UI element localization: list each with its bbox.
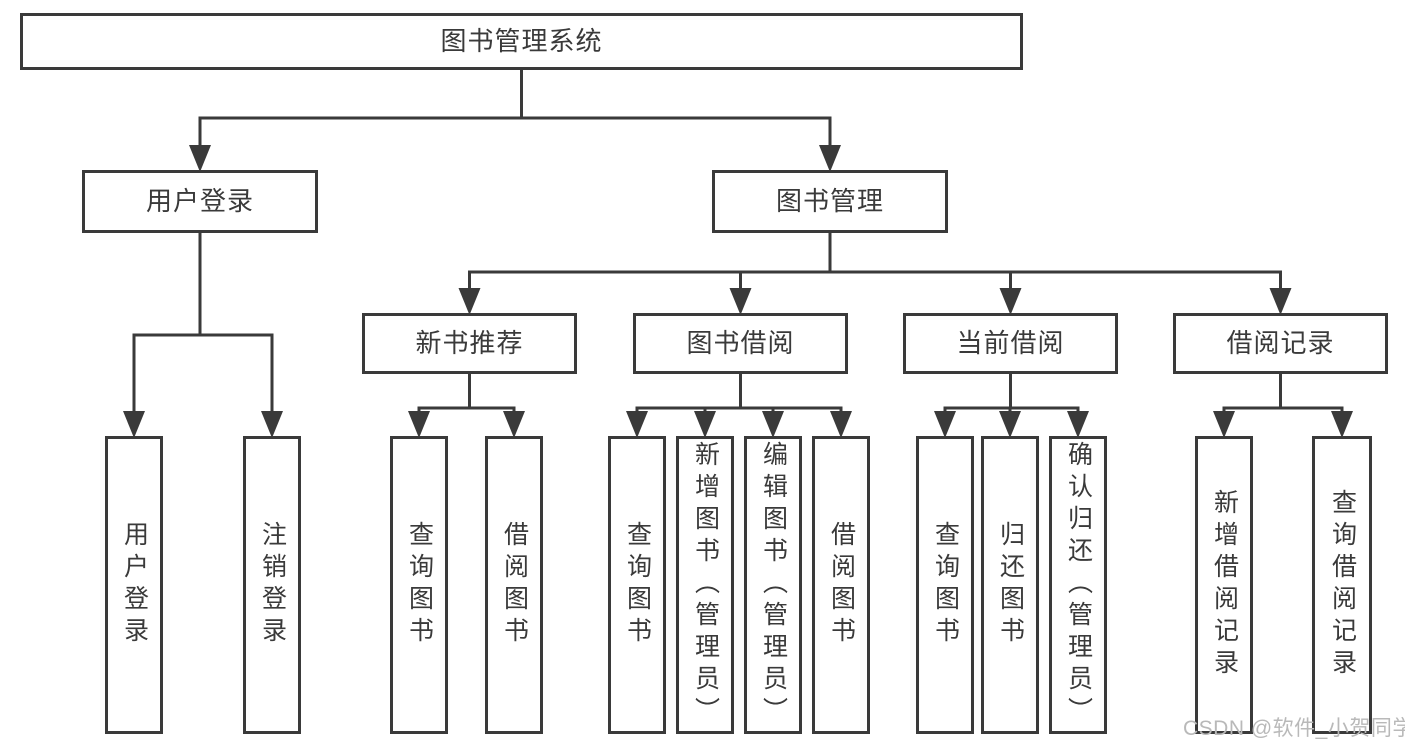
node-label-leaf-query-book-c: 查询图书 xyxy=(931,521,960,649)
node-box-current-borrow: 当前借阅 xyxy=(903,313,1118,374)
arrowhead-icon xyxy=(503,411,525,438)
node-label-leaf-borrow-book-a: 借阅图书 xyxy=(500,521,529,649)
node-label-leaf-query-book-a: 查询图书 xyxy=(405,521,434,649)
node-label-new-book-rec: 新书推荐 xyxy=(415,327,524,358)
node-box-book-mgmt: 图书管理 xyxy=(712,170,948,233)
arrowhead-icon xyxy=(1067,411,1089,438)
node-box-leaf-add-book: 新增图书（管理员） xyxy=(676,436,734,734)
arrowhead-icon xyxy=(261,411,283,438)
node-box-user-login: 用户登录 xyxy=(82,170,318,233)
node-box-new-book-rec: 新书推荐 xyxy=(362,313,577,374)
node-box-root: 图书管理系统 xyxy=(20,13,1023,70)
node-label-leaf-logout: 注销登录 xyxy=(258,521,287,649)
arrowhead-icon xyxy=(123,411,145,438)
arrowhead-icon xyxy=(830,411,852,438)
node-box-borrow-record: 借阅记录 xyxy=(1173,313,1388,374)
arrowhead-icon xyxy=(999,288,1022,315)
node-box-leaf-edit-book: 编辑图书（管理员） xyxy=(744,436,802,734)
arrowhead-icon xyxy=(819,145,841,172)
node-label-leaf-borrow-book-b: 借阅图书 xyxy=(827,521,856,649)
node-box-leaf-query-book-a: 查询图书 xyxy=(390,436,448,734)
arrowhead-icon xyxy=(458,288,481,315)
node-box-leaf-query-record: 查询借阅记录 xyxy=(1312,436,1372,734)
node-box-leaf-user-login: 用户登录 xyxy=(105,436,163,734)
node-label-leaf-confirm-return: 确认归还（管理员） xyxy=(1064,441,1093,729)
arrowhead-icon xyxy=(694,411,716,438)
node-label-leaf-query-record: 查询借阅记录 xyxy=(1328,489,1357,681)
node-label-leaf-user-login: 用户登录 xyxy=(120,521,149,649)
arrowhead-icon xyxy=(1269,288,1292,315)
node-label-leaf-add-record: 新增借阅记录 xyxy=(1210,489,1239,681)
node-label-book-mgmt: 图书管理 xyxy=(775,185,884,216)
arrowhead-icon xyxy=(626,411,648,438)
node-label-current-borrow: 当前借阅 xyxy=(956,327,1065,358)
node-box-leaf-query-book-b: 查询图书 xyxy=(608,436,666,734)
node-box-book-borrow: 图书借阅 xyxy=(633,313,848,374)
arrowhead-icon xyxy=(1331,411,1353,438)
node-label-borrow-record: 借阅记录 xyxy=(1226,327,1335,358)
node-box-leaf-logout: 注销登录 xyxy=(243,436,301,734)
node-label-leaf-return-book: 归还图书 xyxy=(996,521,1025,649)
arrowhead-icon xyxy=(934,411,956,438)
node-box-leaf-query-book-c: 查询图书 xyxy=(916,436,974,734)
arrowhead-icon xyxy=(189,145,211,172)
node-box-leaf-return-book: 归还图书 xyxy=(981,436,1039,734)
node-box-leaf-borrow-book-b: 借阅图书 xyxy=(812,436,870,734)
node-box-leaf-borrow-book-a: 借阅图书 xyxy=(485,436,543,734)
arrowhead-icon xyxy=(999,411,1021,438)
node-label-leaf-edit-book: 编辑图书（管理员） xyxy=(759,441,788,729)
node-label-root: 图书管理系统 xyxy=(440,25,603,56)
node-box-leaf-confirm-return: 确认归还（管理员） xyxy=(1049,436,1107,734)
node-box-leaf-add-record: 新增借阅记录 xyxy=(1195,436,1253,734)
arrowhead-icon xyxy=(729,288,752,315)
node-label-leaf-add-book: 新增图书（管理员） xyxy=(691,441,720,729)
node-label-user-login: 用户登录 xyxy=(145,185,254,216)
node-label-book-borrow: 图书借阅 xyxy=(686,327,795,358)
watermark-text: CSDN @软件_小贺同学 xyxy=(1183,717,1405,740)
arrowhead-icon xyxy=(762,411,784,438)
arrowhead-icon xyxy=(1213,411,1235,438)
node-label-leaf-query-book-b: 查询图书 xyxy=(623,521,652,649)
arrowhead-icon xyxy=(408,411,430,438)
